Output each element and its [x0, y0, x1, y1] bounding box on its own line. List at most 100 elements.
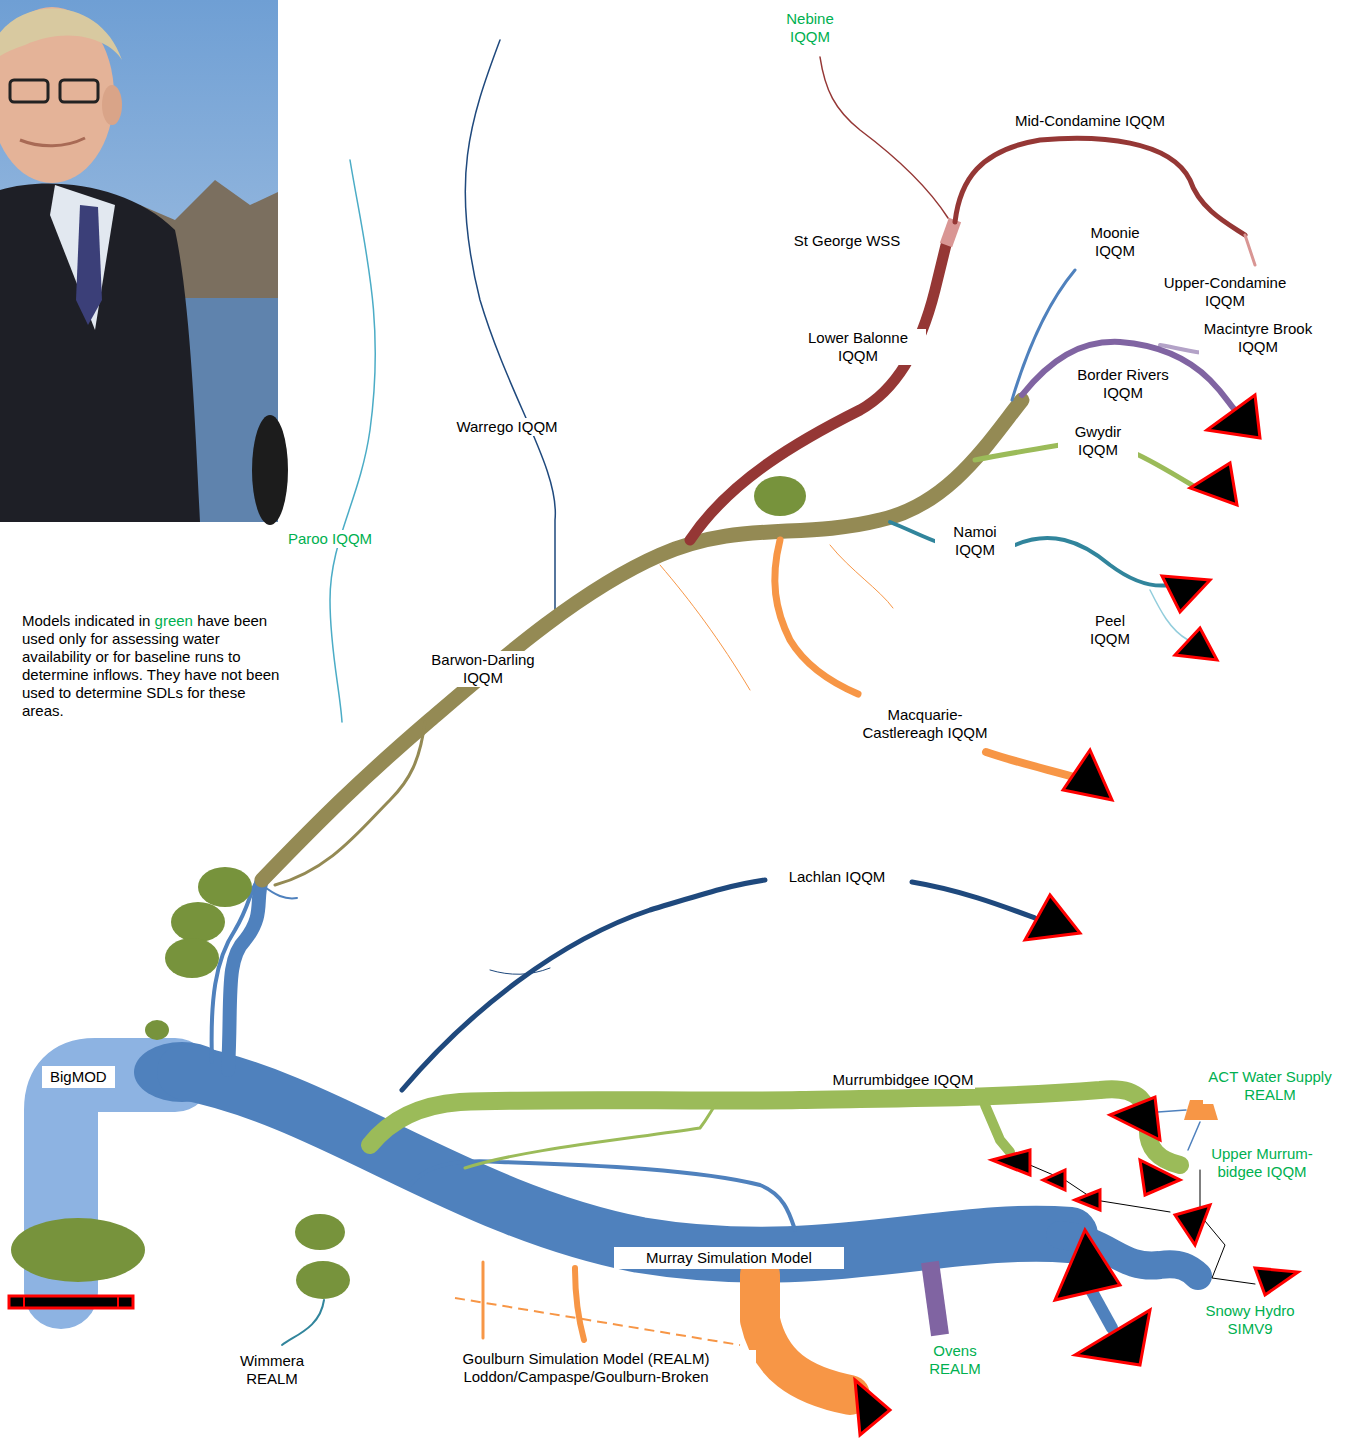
model-label: Border Rivers IQQM [1061, 366, 1186, 402]
note-text: Models indicated in green have been used… [20, 612, 292, 720]
gwydir-river [1132, 452, 1200, 490]
storage-ellipse [296, 1261, 350, 1299]
model-label: Mid-Condamine IQQM [1013, 112, 1167, 130]
lachlan-river [912, 882, 1035, 918]
loddon-river [482, 1262, 485, 1338]
note-word: indicated [75, 612, 139, 629]
inflow-triangle [1175, 1205, 1210, 1245]
inflow-triangle [1255, 1268, 1298, 1295]
note-word: Models [22, 612, 75, 629]
lower-darling-anabranch [262, 885, 297, 898]
note-word: to [228, 648, 241, 665]
note-word: inflows. [93, 666, 147, 683]
murrumbidgee-band [370, 1089, 1180, 1165]
murrumbidgee-anabranch [465, 1102, 718, 1168]
note-word: areas. [22, 702, 64, 719]
act-link [1188, 1122, 1200, 1150]
lachlan-branch [490, 968, 550, 974]
storage-ellipse [11, 1218, 145, 1282]
model-label: Peel IQQM [1080, 612, 1140, 648]
model-label: Macquarie-Castlereagh IQQM [850, 706, 1000, 742]
model-label: Gwydir IQQM [1058, 423, 1138, 459]
wimmera-river [282, 1300, 324, 1345]
note-word: for [113, 648, 135, 665]
model-label: Macintyre Brook IQQM [1199, 320, 1317, 356]
model-label: Upper-Condamine IQQM [1158, 274, 1293, 310]
photo-glasses [60, 80, 98, 102]
inflow-triangle [1063, 750, 1112, 800]
lower-darling-anabranch [212, 880, 258, 1062]
paroo-river [330, 160, 375, 722]
note-word: to [59, 684, 76, 701]
note-word: assessing [112, 630, 183, 647]
warrego-river [465, 40, 555, 612]
outlet-bar-tick [23, 1296, 25, 1308]
model-label: Barwon-Darling IQQM [413, 651, 553, 687]
lower-balonne [690, 245, 946, 540]
act-link [1158, 1110, 1186, 1112]
inflow-triangle [1110, 1097, 1160, 1140]
inflow-triangle [1055, 1230, 1120, 1300]
model-label: Paroo IQQM [286, 530, 374, 548]
photo-mouth [20, 138, 85, 146]
photo-glasses [10, 80, 48, 102]
note-word: been [234, 612, 267, 629]
note-word: been [246, 666, 279, 683]
ovens-band [930, 1262, 940, 1335]
note-word: green [155, 612, 198, 629]
inflow-triangle [1075, 1190, 1100, 1210]
inflow-triangle [1140, 1160, 1180, 1195]
storage-ellipse [165, 938, 219, 978]
photo-hair [0, 8, 122, 60]
model-label: Lower Balonne IQQM [791, 329, 926, 365]
note-word: in [139, 612, 155, 629]
photo [0, 0, 288, 525]
note-word: SDLs [146, 684, 187, 701]
model-label: Murrumbidgee IQQM [831, 1071, 976, 1089]
model-box: BigMOD [42, 1066, 115, 1088]
inflow-triangle [1075, 1310, 1150, 1365]
inflow-triangle [1162, 576, 1210, 612]
note-word: baseline [135, 648, 195, 665]
inflow-triangle [1190, 463, 1237, 505]
note-word: determine [22, 666, 93, 683]
lachlan-river [402, 880, 765, 1090]
goulburn-band [760, 1275, 850, 1395]
castlereagh-river [660, 565, 750, 690]
model-label: Snowy Hydro SIMV9 [1195, 1302, 1305, 1338]
note-word: for [187, 684, 209, 701]
note-word: They [147, 666, 185, 683]
model-label: St George WSS [792, 232, 903, 250]
model-label: Wimmera REALM [232, 1352, 312, 1388]
storage-ellipse [295, 1214, 345, 1250]
model-label: Upper Murrum- bidgee IQQM [1202, 1145, 1322, 1181]
upper-condamine [1245, 235, 1255, 265]
macquarie-river [775, 540, 858, 694]
inflow-triangle [1175, 628, 1217, 660]
note-word: not [221, 666, 246, 683]
note-word: availability [22, 648, 95, 665]
model-label: Namoi IQQM [935, 523, 1015, 559]
inflow-triangle [1025, 895, 1080, 940]
photo-suit [0, 183, 200, 522]
inflow-triangle [855, 1380, 890, 1435]
note-word: have [184, 666, 221, 683]
campaspe-river [575, 1268, 584, 1340]
goulburn-dashed [455, 1298, 740, 1345]
storage-ellipse [754, 476, 806, 516]
barwon-darling [262, 400, 1022, 880]
note-word: used [22, 630, 59, 647]
mid-condamine [955, 138, 1245, 235]
model-label: Moonie IQQM [1080, 224, 1150, 260]
storage-ellipse [198, 867, 252, 907]
outlet-bar [9, 1296, 133, 1308]
photo-tie [76, 205, 102, 325]
note-word: used [22, 684, 59, 701]
box-text: BigMOD [50, 1068, 107, 1086]
storage-ellipse [145, 1020, 169, 1040]
model-label: Lachlan IQQM [787, 868, 888, 886]
barwon-darling-anabranch [275, 722, 425, 885]
note-word: have [197, 612, 234, 629]
